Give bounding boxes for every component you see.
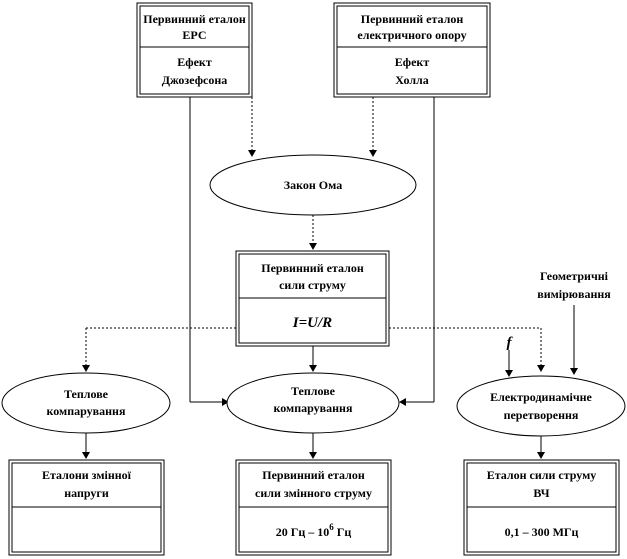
primary-current-title: Первинний еталон	[261, 261, 364, 275]
primary-ac-current-standard-box: Первинний еталон сили змінного струму 20…	[235, 459, 392, 556]
thermal-left-line1: Теплове	[64, 387, 109, 401]
ac-voltage-line2: напруги	[64, 486, 109, 500]
ac-voltage-line1: Еталони змінної	[42, 468, 132, 482]
electrodynamic-conversion-ellipse: Електродинамічне перетворення	[456, 375, 626, 437]
electrodynamic-line1: Електродинамічне	[490, 390, 592, 404]
primary-resistance-title: Первинний еталон	[361, 12, 464, 26]
hf-current-standard-box: Еталон сили струму ВЧ 0,1 – 300 МГц	[463, 459, 620, 556]
ac-current-range: 20 Гц – 106 Гц	[276, 522, 352, 539]
ohm-formula: I=U/R	[292, 315, 332, 331]
primary-current-standard-box: Первинний еталон сили струму I=U/R	[235, 250, 390, 347]
thermal-comparison-center-ellipse: Теплове компарування	[226, 372, 400, 434]
hf-current-title: Еталон сили струму	[487, 468, 597, 482]
josephson-effect-line1: Ефект	[177, 55, 212, 69]
electrodynamic-line2: перетворення	[504, 408, 579, 422]
thermal-center-line1: Теплове	[291, 384, 336, 398]
primary-emf-standard-box: Первинний еталон ЕРС Ефект Джозефсона	[136, 2, 253, 98]
ohm-law-ellipse: Закон Ома	[209, 154, 417, 216]
connectors	[82, 97, 578, 459]
primary-emf-title: Первинний еталон	[143, 12, 246, 26]
hall-effect-line1: Ефект	[395, 55, 430, 69]
geometric-line2: вимірювання	[537, 287, 611, 301]
ohm-law-label: Закон Ома	[284, 178, 342, 192]
frequency-symbol: f	[507, 335, 514, 351]
thermal-comparison-left-ellipse: Теплове компарування	[1, 372, 171, 434]
ac-current-subtitle: сили змінного струму	[255, 486, 372, 500]
thermal-left-line2: компарування	[47, 404, 126, 418]
thermal-center-line2: компарування	[274, 401, 353, 415]
josephson-effect-line2: Джозефсона	[162, 73, 228, 87]
ac-voltage-standards-box: Еталони змінної напруги	[8, 459, 165, 556]
hf-current-subtitle: ВЧ	[533, 486, 549, 500]
hall-effect-line2: Холла	[395, 73, 429, 87]
primary-emf-subtitle: ЕРС	[182, 28, 206, 42]
primary-resistance-subtitle: електричного опору	[357, 28, 466, 42]
primary-current-subtitle: сили струму	[279, 278, 346, 292]
geometric-measurements: Геометричні вимірювання	[537, 269, 611, 301]
geometric-line1: Геометричні	[540, 269, 609, 283]
primary-resistance-standard-box: Первинний еталон електричного опору Ефек…	[333, 2, 491, 98]
hf-current-range: 0,1 – 300 МГц	[505, 525, 579, 539]
ac-current-title: Первинний еталон	[262, 468, 365, 482]
